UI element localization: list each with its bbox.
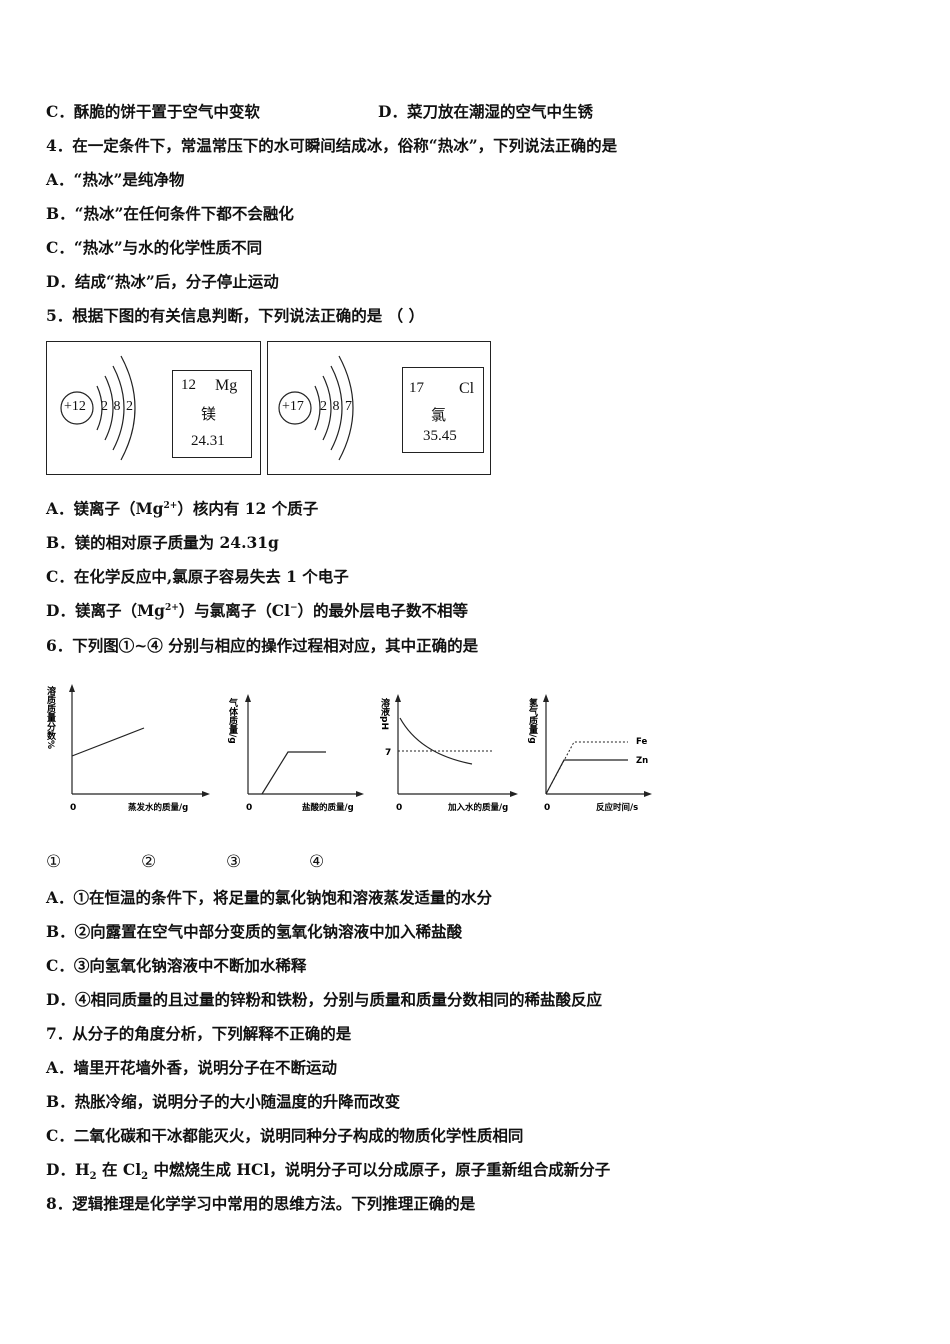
graph-2-xlabel: 盐酸的质量/g [302,802,354,813]
graph-2-origin: 0 [246,803,252,813]
q4-option-b: B．“热冰”在任何条件下都不会融化 [46,204,294,223]
graph-4-origin: 0 [544,803,550,813]
graph-3: 溶液pH 7 0 加入水的质量/g [380,694,518,813]
graph-label-2: ② [141,852,157,872]
cl-atomic-mass: 35.45 [423,428,457,444]
graph-4-x-arrow [644,791,652,797]
graph-4-xlabel: 反应时间/s [596,802,638,813]
mg-symbol: Mg [215,377,238,394]
q5-option-a: A．镁离子（Mg2+）核内有 12 个质子 [46,499,319,518]
cl-atomic-number: 17 [409,380,424,396]
q4-option-c: C．“热冰”与水的化学性质不同 [46,238,263,257]
cl-shell-arc-1 [314,385,321,431]
graph-1-origin: 0 [70,803,76,813]
q6-option-a: A．①在恒温的条件下，将足量的氯化钠饱和溶液蒸发适量的水分 [46,888,493,907]
cl-periodic-cell: 17 Cl 氯 35.45 [402,367,484,453]
graph-3-xlabel: 加入水的质量/g [447,802,508,813]
mg-atomic-number: 12 [181,377,196,393]
mg-shell-arc-1 [96,385,103,431]
graph-2-ylabel: 气体质量/g [227,697,239,744]
mg-name: 镁 [201,405,217,423]
mg-atom-figure: +12 2 8 2 12 Mg 镁 24.31 [46,341,261,475]
q4-option-a: A．“热冰”是纯净物 [46,170,185,189]
graph-label-1: ① [46,852,62,872]
q7-option-b: B．热胀冷缩，说明分子的大小随温度的升降而改变 [46,1092,401,1111]
mg-shell-arc-4 [120,355,136,461]
cl-shell-arc-3 [330,365,343,451]
q6-option-c: C．③向氢氧化钠溶液中不断加水稀释 [46,956,307,975]
mg-electron-shells: 2 8 2 [101,399,134,414]
q7-stem: 7．从分子的角度分析，下列解释不正确的是 [46,1024,352,1043]
graph-2: 气体质量/g 0 盐酸的质量/g [227,694,364,813]
graph-2-y-arrow [245,694,251,702]
graph-2-curve [261,751,326,795]
graph-4-legend-zn: Zn [636,756,648,766]
graph-1-x-arrow [202,791,210,797]
q7-option-c: C．二氧化碳和干冰都能灭火，说明同种分子构成的物质化学性质相同 [46,1126,524,1145]
q5-stem: 5．根据下图的有关信息判断，下列说法正确的是 （ ） [46,306,425,325]
mg-nucleus-circle [60,391,94,425]
q3-option-d: D．菜刀放在潮湿的空气中生锈 [378,102,593,121]
q6-option-d: D．④相同质量的且过量的锌粉和铁粉，分别与质量和质量分数相同的稀盐酸反应 [46,990,602,1009]
cl-name: 氯 [431,406,447,424]
graph-4-fe-curve [545,741,628,795]
graph-4-zn-curve [545,759,628,795]
graph-4-y-arrow [543,694,549,702]
graph-4: 氢气质量/g Fe Zn 0 反应时间/s [528,694,652,813]
graph-1-xlabel: 蒸发水的质量/g [128,802,188,813]
cl-atom-figure: +17 2 8 7 17 Cl 氯 35.45 [267,341,491,475]
cl-shell-arc-2 [322,375,332,441]
mg-atomic-mass: 24.31 [191,433,225,449]
graph-3-y-arrow [395,694,401,702]
graph-1-curve [71,727,145,757]
q4-option-d: D．结成“热冰”后，分子停止运动 [46,272,279,291]
graph-1: 溶质质量分数% 0 蒸发水的质量/g [45,684,210,813]
graph-label-3: ③ [226,852,242,872]
q5-option-c: C．在化学反应中,氯原子容易失去 1 个电子 [46,567,349,586]
graph-1-ylabel: 溶质质量分数% [45,685,56,749]
q4-stem: 4．在一定条件下，常温常压下的水可瞬间结成冰，俗称“热冰”，下列说法正确的是 [46,136,618,155]
q7-option-a: A．墙里开花墙外香，说明分子在不断运动 [46,1058,338,1077]
graph-3-ylabel: 溶液pH [380,697,390,730]
cl-symbol: Cl [459,380,475,397]
mg-periodic-cell: 12 Mg 镁 24.31 [172,370,252,458]
q7-option-d: D．H2 在 Cl2 中燃烧生成 HCl，说明分子可以分成原子，原子重新组合成新… [46,1160,611,1183]
graph-1-y-arrow [69,684,75,692]
cl-atom-structure-diagram [278,355,354,461]
graph-4-ylabel: 氢气质量/g [528,697,539,744]
mg-shell-arc-2 [104,375,114,441]
graph-3-x-arrow [510,791,518,797]
q8-stem: 8．逻辑推理是化学学习中常用的思维方法。下列推理正确的是 [46,1194,476,1213]
mg-shell-arc-3 [112,365,125,451]
q5-option-b: B．镁的相对原子质量为 24.31g [46,533,279,552]
q3-option-c: C．酥脆的饼干置于空气中变软 [46,102,260,121]
graph-3-origin: 0 [396,803,402,813]
q5-option-d: D．镁离子（Mg2+）与氯离子（Cl−）的最外层电子数不相等 [46,601,469,620]
graph-3-curve [399,717,473,765]
graph-label-4: ④ [309,852,325,872]
cl-electron-shells: 2 8 7 [320,399,353,414]
cl-shell-arc-4 [338,355,354,461]
q6-option-b: B．②向露置在空气中部分变质的氢氧化钠溶液中加入稀盐酸 [46,922,463,941]
mg-nucleus-charge: +12 [64,399,86,414]
graph-2-x-arrow [356,791,364,797]
graph-4-legend-fe: Fe [636,737,647,747]
q6-stem: 6．下列图①~④ 分别与相应的操作过程相对应，其中正确的是 [46,636,479,655]
graph-3-tick: 7 [385,748,391,758]
cl-nucleus-circle [278,391,312,425]
mg-atom-structure-diagram [60,355,136,461]
cl-nucleus-charge: +17 [282,399,304,414]
